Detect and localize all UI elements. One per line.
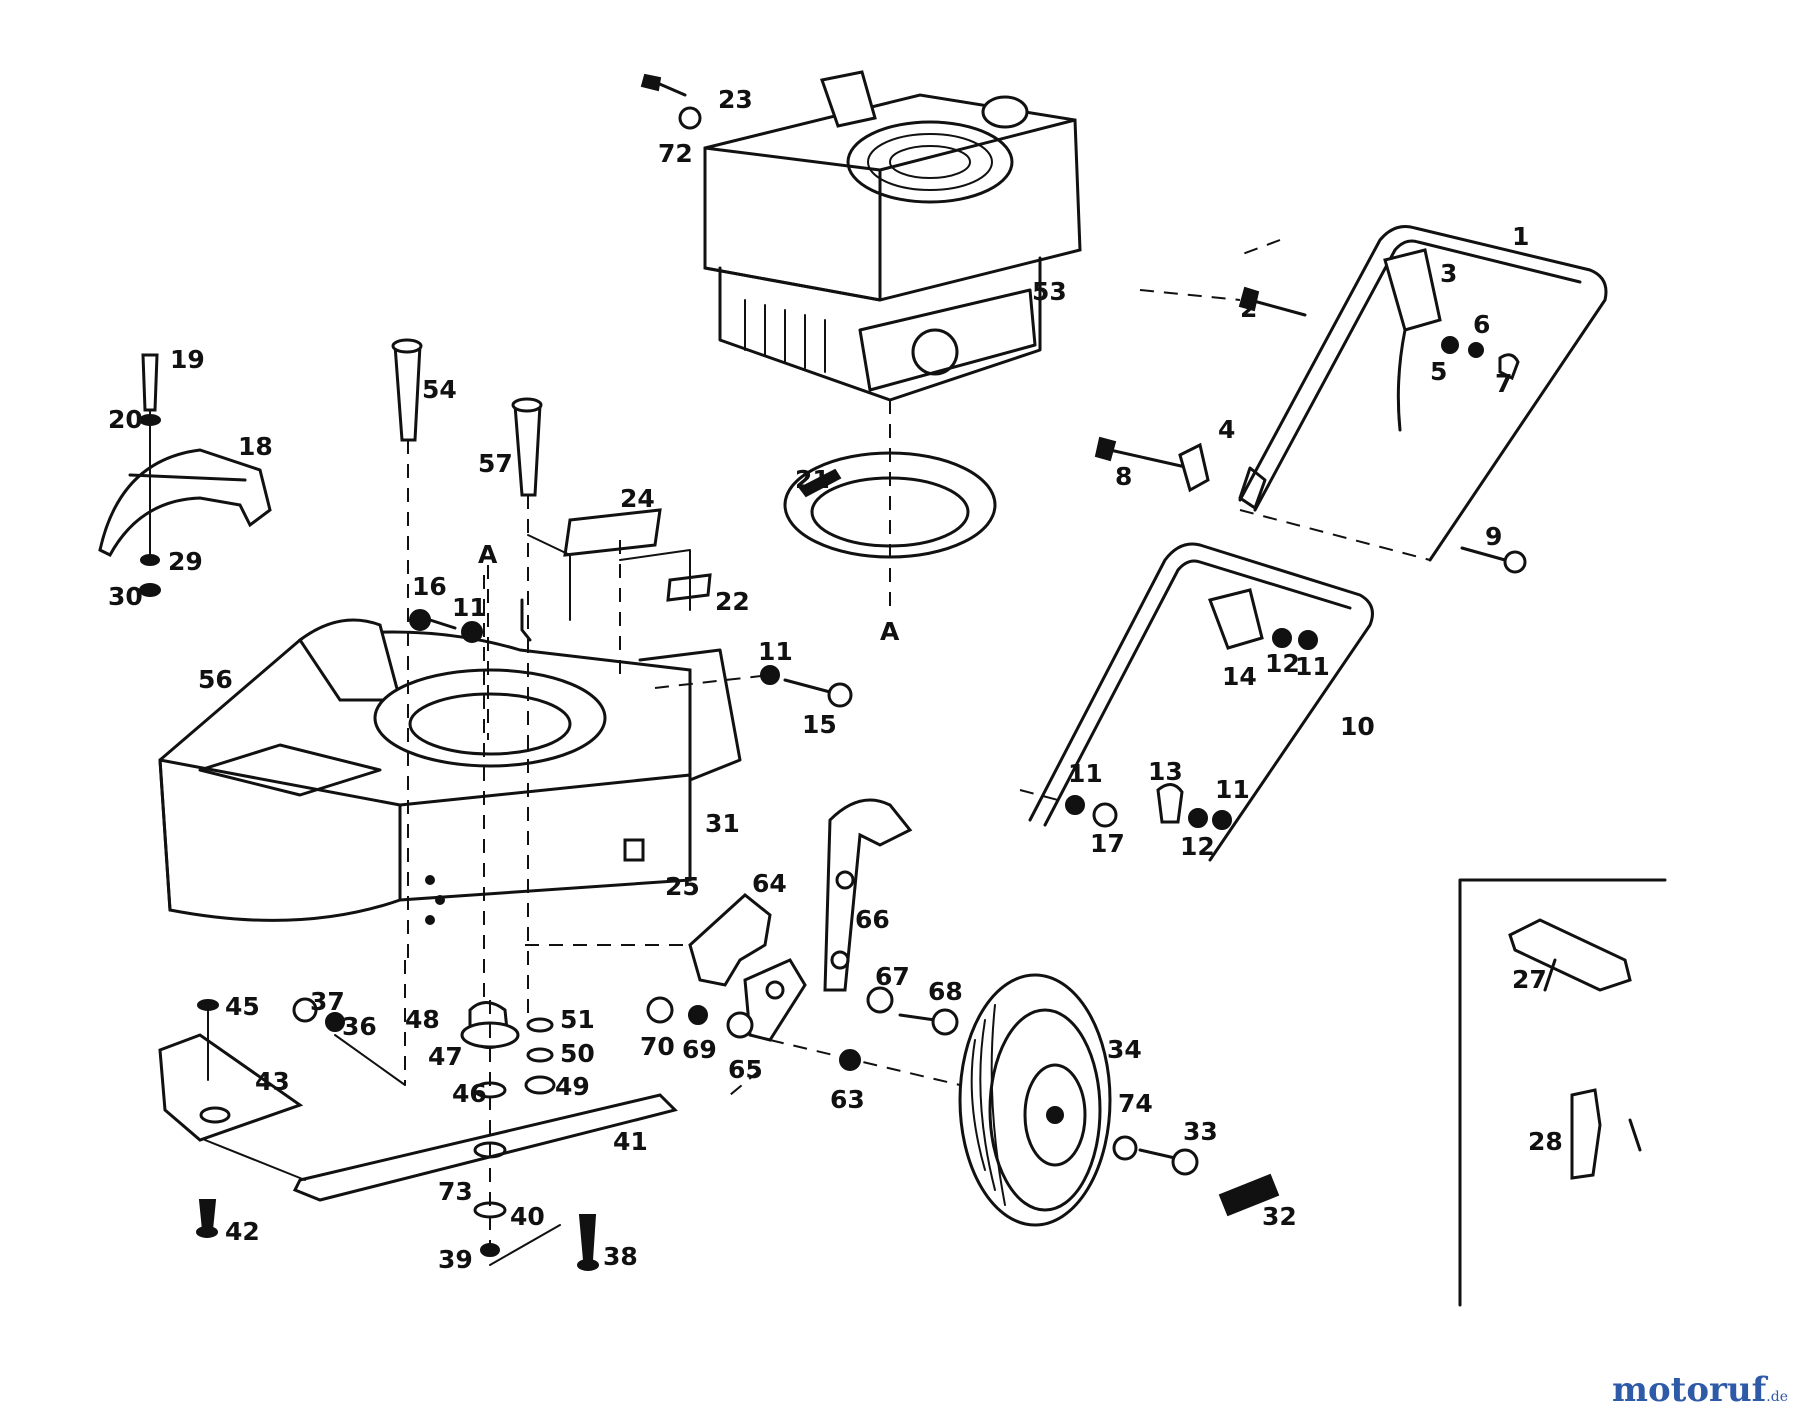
label-part-8: 8 — [1115, 462, 1132, 491]
watermark-tld: .de — [1766, 1389, 1788, 1405]
label-section-a-deck: A — [478, 540, 498, 569]
label-part-63: 63 — [830, 1085, 865, 1114]
label-part-53: 53 — [1032, 277, 1067, 306]
label-part-68: 68 — [928, 977, 963, 1006]
label-part-31: 31 — [705, 809, 740, 838]
label-part-18: 18 — [238, 432, 273, 461]
label-part-43: 43 — [255, 1067, 290, 1096]
watermark-brand: motoruf — [1612, 1370, 1767, 1410]
label-part-65: 65 — [728, 1055, 763, 1084]
label-part-39: 39 — [438, 1245, 473, 1274]
label-part-37: 37 — [310, 987, 345, 1016]
label-part-4: 4 — [1218, 415, 1235, 444]
label-part-66: 66 — [855, 905, 890, 934]
label-part-54: 54 — [422, 375, 457, 404]
label-part-15: 15 — [802, 710, 837, 739]
label-part-7: 7 — [1495, 369, 1512, 398]
label-part-27: 27 — [1512, 965, 1547, 994]
label-part-29: 29 — [168, 547, 203, 576]
engine — [640, 70, 1082, 402]
label-part-41: 41 — [613, 1127, 648, 1156]
label-part-12-upper: 12 — [1265, 649, 1300, 678]
label-part-50: 50 — [560, 1039, 595, 1068]
label-part-45: 45 — [225, 992, 260, 1021]
label-part-12-lower: 12 — [1180, 832, 1215, 861]
label-part-22: 22 — [715, 587, 750, 616]
label-part-64: 64 — [752, 869, 787, 898]
label-part-5: 5 — [1430, 357, 1447, 386]
deck-fasteners — [391, 338, 853, 1020]
label-part-23: 23 — [718, 85, 753, 114]
label-part-17: 17 — [1090, 829, 1125, 858]
label-part-30: 30 — [108, 582, 143, 611]
accessories-box — [1458, 878, 1667, 1307]
label-part-1: 1 — [1512, 222, 1529, 251]
label-part-6: 6 — [1473, 310, 1490, 339]
label-part-48: 48 — [405, 1005, 440, 1034]
mower-deck — [158, 598, 742, 925]
label-part-11-deck: 11 — [452, 593, 487, 622]
wheel — [958, 973, 1280, 1227]
label-part-34: 34 — [1107, 1035, 1142, 1064]
height-adjuster — [525, 798, 961, 1086]
label-part-11-right: 11 — [1215, 775, 1250, 804]
label-part-28: 28 — [1528, 1127, 1563, 1156]
label-part-33: 33 — [1183, 1117, 1218, 1146]
label-part-47: 47 — [428, 1042, 463, 1071]
deck-ring — [783, 400, 997, 615]
label-part-19: 19 — [170, 345, 205, 374]
label-part-57: 57 — [478, 449, 513, 478]
part-labels: 1 2 3 4 5 6 7 8 9 10 11 11 11 11 11 12 1… — [108, 85, 1563, 1274]
label-part-74: 74 — [1118, 1089, 1153, 1118]
label-part-70: 70 — [640, 1032, 675, 1061]
label-part-21: 21 — [795, 465, 830, 494]
label-part-42: 42 — [225, 1217, 260, 1246]
label-part-24: 24 — [620, 484, 655, 513]
label-part-51: 51 — [560, 1005, 595, 1034]
label-part-16: 16 — [412, 572, 447, 601]
label-part-72: 72 — [658, 139, 693, 168]
leader-lines — [487, 239, 1281, 740]
label-part-69: 69 — [682, 1035, 717, 1064]
label-part-11-handle: 11 — [1295, 652, 1330, 681]
watermark-logo: motoruf.de — [1612, 1370, 1788, 1410]
label-part-2: 2 — [1240, 294, 1257, 323]
label-part-38: 38 — [603, 1242, 638, 1271]
label-part-56: 56 — [198, 665, 233, 694]
label-part-9: 9 — [1485, 522, 1502, 551]
label-part-14: 14 — [1222, 662, 1257, 691]
label-part-32: 32 — [1262, 1202, 1297, 1231]
label-part-20: 20 — [108, 405, 143, 434]
label-part-46: 46 — [452, 1079, 487, 1108]
upper-handle — [1238, 225, 1608, 562]
label-part-11-lower: 11 — [1068, 759, 1103, 788]
label-part-67: 67 — [875, 962, 910, 991]
label-part-3: 3 — [1440, 259, 1457, 288]
label-part-13: 13 — [1148, 757, 1183, 786]
label-part-36: 36 — [342, 1012, 377, 1041]
blade-assembly — [158, 960, 761, 1271]
label-part-49: 49 — [555, 1072, 590, 1101]
label-part-40: 40 — [510, 1202, 545, 1231]
label-section-a-ring: A — [880, 617, 900, 646]
label-part-73: 73 — [438, 1177, 473, 1206]
label-part-25: 25 — [665, 872, 700, 901]
label-part-11-bracket: 11 — [758, 637, 793, 666]
rear-deflector — [98, 353, 272, 597]
lower-handle — [1019, 436, 1527, 862]
label-part-10: 10 — [1340, 712, 1375, 741]
